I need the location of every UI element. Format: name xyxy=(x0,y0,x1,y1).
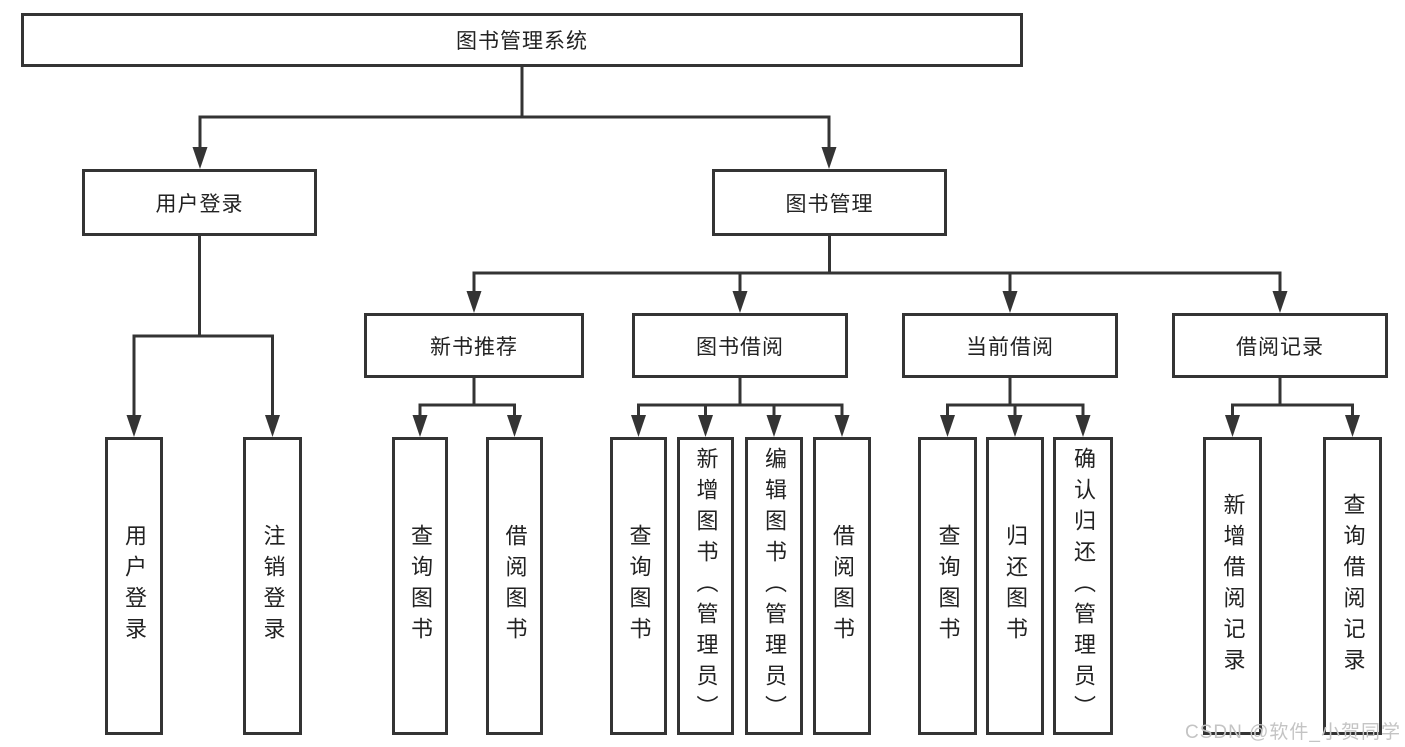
arrowhead xyxy=(126,415,142,437)
node-book-management: 图书管理 xyxy=(712,169,947,236)
arrowhead xyxy=(1075,415,1091,437)
node-newbook-borrow-books: 借阅图书 xyxy=(486,437,543,735)
node-borrowing-records: 借阅记录 xyxy=(1172,313,1388,378)
node-add-borrow-record: 新增借阅记录 xyxy=(1203,437,1262,735)
node-borrow-books-label: 借阅图书 xyxy=(830,524,855,648)
arrowhead xyxy=(1272,291,1288,313)
arrowhead xyxy=(192,147,208,169)
node-current-query-books: 查询图书 xyxy=(918,437,977,735)
node-add-borrow-record-label: 新增借阅记录 xyxy=(1220,493,1246,679)
node-borrowing-query-books: 查询图书 xyxy=(610,437,667,735)
arrowhead xyxy=(732,291,748,313)
node-current-borrowing: 当前借阅 xyxy=(902,313,1118,378)
arrowhead xyxy=(265,415,280,437)
node-library-system: 图书管理系统 xyxy=(21,13,1023,67)
node-current-query-books-label: 查询图书 xyxy=(935,524,961,648)
node-edit-books-admin-label: 编辑图书（管理员） xyxy=(762,446,787,726)
node-newbook-query-books: 查询图书 xyxy=(392,437,448,735)
arrowhead xyxy=(698,415,713,437)
arrowhead xyxy=(631,415,646,437)
node-book-borrowing: 图书借阅 xyxy=(632,313,848,378)
arrowhead xyxy=(507,415,522,437)
node-borrow-books: 借阅图书 xyxy=(813,437,871,735)
arrowhead xyxy=(1225,415,1240,437)
arrowhead xyxy=(766,415,782,437)
arrowhead xyxy=(1002,291,1018,313)
node-add-books-admin: 新增图书（管理员） xyxy=(677,437,734,735)
arrowhead xyxy=(466,291,482,313)
connector-userlogin-branch xyxy=(132,234,274,338)
node-query-borrow-record-label: 查询借阅记录 xyxy=(1340,493,1366,679)
node-query-borrow-record: 查询借阅记录 xyxy=(1323,437,1382,735)
connector-borrowrecords-branch xyxy=(1231,376,1354,407)
connector-currentborrow-branch xyxy=(946,376,1085,407)
connector-bookborrow-branch xyxy=(637,376,844,407)
arrowhead xyxy=(821,147,837,169)
node-logout: 注销登录 xyxy=(243,437,302,735)
node-newbook-borrow-books-label: 借阅图书 xyxy=(502,524,528,648)
arrowhead xyxy=(412,415,428,437)
arrowhead xyxy=(940,415,955,437)
node-confirm-return-admin-label: 确认归还（管理员） xyxy=(1071,446,1096,726)
arrowhead xyxy=(1345,415,1360,437)
node-newbook-query-books-label: 查询图书 xyxy=(408,524,433,648)
node-borrowing-query-books-label: 查询图书 xyxy=(626,524,652,648)
connector-bookmgmt-branch xyxy=(472,234,1282,275)
node-new-book-recommend: 新书推荐 xyxy=(364,313,584,378)
node-user-login-group: 用户登录 xyxy=(82,169,317,236)
node-confirm-return-admin: 确认归还（管理员） xyxy=(1053,437,1113,735)
node-add-books-admin-label: 新增图书（管理员） xyxy=(693,446,719,726)
arrowhead xyxy=(1007,415,1023,437)
connector-arrow-stems xyxy=(132,115,1354,420)
node-return-books: 归还图书 xyxy=(986,437,1044,735)
node-user-login: 用户登录 xyxy=(105,437,163,735)
node-edit-books-admin: 编辑图书（管理员） xyxy=(745,437,803,735)
node-logout-label: 注销登录 xyxy=(260,524,286,648)
node-user-login-label: 用户登录 xyxy=(122,524,147,648)
node-return-books-label: 归还图书 xyxy=(1003,524,1028,648)
connector-root-branch xyxy=(198,65,831,119)
arrowhead xyxy=(834,415,850,437)
csdn-watermark: CSDN @软件_小贺同学 xyxy=(1185,722,1401,743)
connector-newbook-branch xyxy=(418,376,516,407)
